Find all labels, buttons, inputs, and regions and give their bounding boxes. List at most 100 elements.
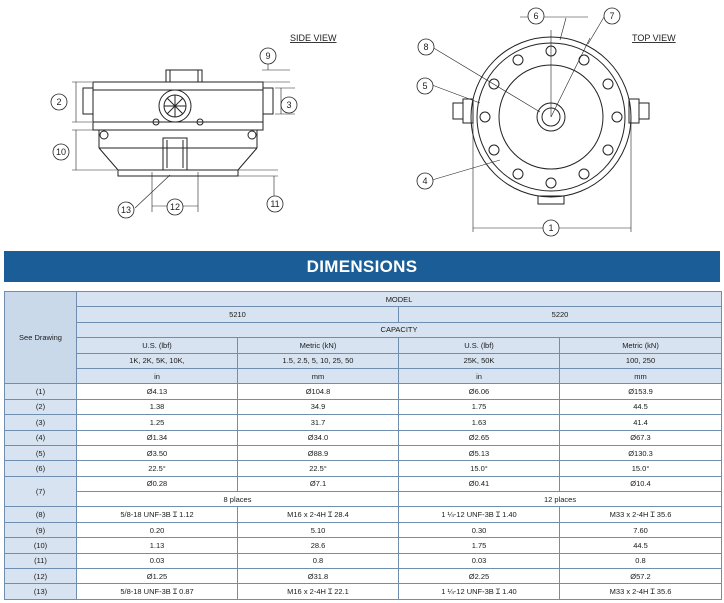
unit-us-5210: U.S. (lbf) [76,337,238,354]
table-cell: 5/8-18 UNF-3B Ɪ 1.12 [76,506,238,523]
table-cell: 1 ¼-12 UNF-3B Ɪ 1.40 [398,506,560,523]
dim-unit-in-5220: in [398,367,560,385]
callout-8: 8 [423,42,428,52]
row-label: (13) [4,583,77,600]
side-view-dimensions [72,62,295,212]
table-cell: 28.6 [237,537,399,554]
table-cell: 22.5° [237,460,399,477]
row-label: (4) [4,429,77,446]
table-row: (12) Ø1.25 Ø31.8 Ø2.25 Ø57.2 [4,568,723,585]
table-cell: 1.38 [76,398,238,416]
unit-metric-5210: Metric (kN) [237,337,399,354]
table-cell: 1 ¼-12 UNF-3B Ɪ 1.40 [398,583,560,600]
table-row: (8) 5/8-18 UNF-3B Ɪ 1.12 M16 x 2-4H Ɪ 28… [4,506,723,523]
callout-9: 9 [265,51,270,61]
table-cell: Ø2.65 [398,429,560,446]
table-row: (4) Ø1.34 Ø34.0 Ø2.65 Ø67.3 [4,429,723,446]
unit-metric-5220: Metric (kN) [558,337,723,354]
table-row: (11) 0.03 0.8 0.03 0.8 [4,552,723,570]
callout-12: 12 [170,202,180,212]
table-cell: Ø7.1 [237,475,399,493]
table-row: (6) 22.5° 22.5° 15.0° 15.0° [4,460,723,477]
unit-us-5220: U.S. (lbf) [398,337,560,354]
table-cell: 31.7 [237,414,399,431]
row-label: (5) [4,444,77,462]
table-cell: M33 x 2-4H Ɪ 35.6 [558,583,723,600]
table-cell: Ø10.4 [558,475,723,493]
row-label: (7) [4,475,77,508]
capacity-us-5210: 1K, 2K, 5K, 10K, [76,352,238,369]
table-cell: Ø5.13 [398,444,560,462]
table-cell: 15.0° [398,460,560,477]
side-view-drawing [82,69,274,177]
places-5220: 12 places [397,491,723,508]
table-cell: Ø34.0 [237,429,399,446]
model-5220: 5220 [397,306,723,323]
callout-6: 6 [533,11,538,21]
table-cell: Ø130.3 [558,444,723,462]
table-cell: 1.75 [398,537,560,554]
capacity-metric-5220: 100, 250 [558,352,723,369]
top-view-label: TOP VIEW [632,33,676,43]
table-row: (3) 1.25 31.7 1.63 41.4 [4,414,723,431]
table-cell: Ø57.2 [558,568,723,585]
table-row: (5) Ø3.50 Ø88.9 Ø5.13 Ø130.3 [4,444,723,462]
table-row: (7) Ø0.28 Ø7.1 Ø0.41 Ø10.4 [4,475,723,508]
row-label: (9) [4,521,77,539]
capacity-header: CAPACITY [75,321,723,339]
dim-unit-mm-5210: mm [237,367,399,385]
row-label: (3) [4,414,77,431]
table-cell: M16 x 2-4H Ɪ 22.1 [237,583,399,600]
table-cell: 44.5 [558,537,723,554]
row-label: (10) [4,537,77,554]
table-row: 8 places 12 places [5,491,723,508]
table-cell: Ø31.8 [237,568,399,585]
table-cell: Ø2.25 [398,568,560,585]
table-cell: Ø1.34 [76,429,238,446]
table-row: (1) Ø4.13 Ø104.8 Ø6.06 Ø153.9 [4,383,723,400]
table-cell: 5.10 [237,521,399,539]
model-header: MODEL [75,290,723,308]
table-cell: 0.30 [398,521,560,539]
table-cell: Ø67.3 [558,429,723,446]
table-row: (2) 1.38 34.9 1.75 44.5 [4,398,723,416]
callout-4: 4 [422,176,427,186]
callout-10: 10 [56,147,66,157]
table-cell: Ø153.9 [558,383,723,400]
table-cell: 1.25 [76,414,238,431]
table-cell: Ø6.06 [398,383,560,400]
callout-13: 13 [121,205,131,215]
table-cell: Ø1.25 [76,568,238,585]
table-cell: 0.8 [558,552,723,570]
callout-1: 1 [548,223,553,233]
table-cell: 15.0° [558,460,723,477]
table-cell: 0.20 [76,521,238,539]
callout-2: 2 [56,97,61,107]
capacity-us-5220: 25K, 50K [398,352,560,369]
capacity-metric-5210: 1.5, 2.5, 5, 10, 25, 50 [237,352,399,369]
table-cell: 7.60 [558,521,723,539]
table-cell: 0.8 [237,552,399,570]
see-drawing-header: See Drawing [4,290,77,385]
table-cell: M33 x 2-4H Ɪ 35.6 [558,506,723,523]
table-cell: 5/8-18 UNF-3B Ɪ 0.87 [76,583,238,600]
callout-3: 3 [286,100,291,110]
side-view-label: SIDE VIEW [290,33,337,43]
table-cell: 1.63 [398,414,560,431]
table-cell: 0.03 [76,552,238,570]
table-cell: Ø0.28 [76,475,238,493]
dimensions-banner: DIMENSIONS [4,251,720,282]
callout-7: 7 [609,11,614,21]
row-label: (12) [4,568,77,585]
table-cell: 1.75 [398,398,560,416]
dim-unit-mm-5220: mm [558,367,723,385]
model-5210: 5210 [76,306,399,323]
table-cell: 44.5 [558,398,723,416]
table-row: (13) 5/8-18 UNF-3B Ɪ 0.87 M16 x 2-4H Ɪ 2… [4,583,723,600]
row-label: (6) [4,460,77,477]
table-cell: 0.03 [398,552,560,570]
table-cell: M16 x 2-4H Ɪ 28.4 [237,506,399,523]
table-cell: Ø0.41 [398,475,560,493]
table-cell: 34.9 [237,398,399,416]
row-label: (11) [4,552,77,570]
